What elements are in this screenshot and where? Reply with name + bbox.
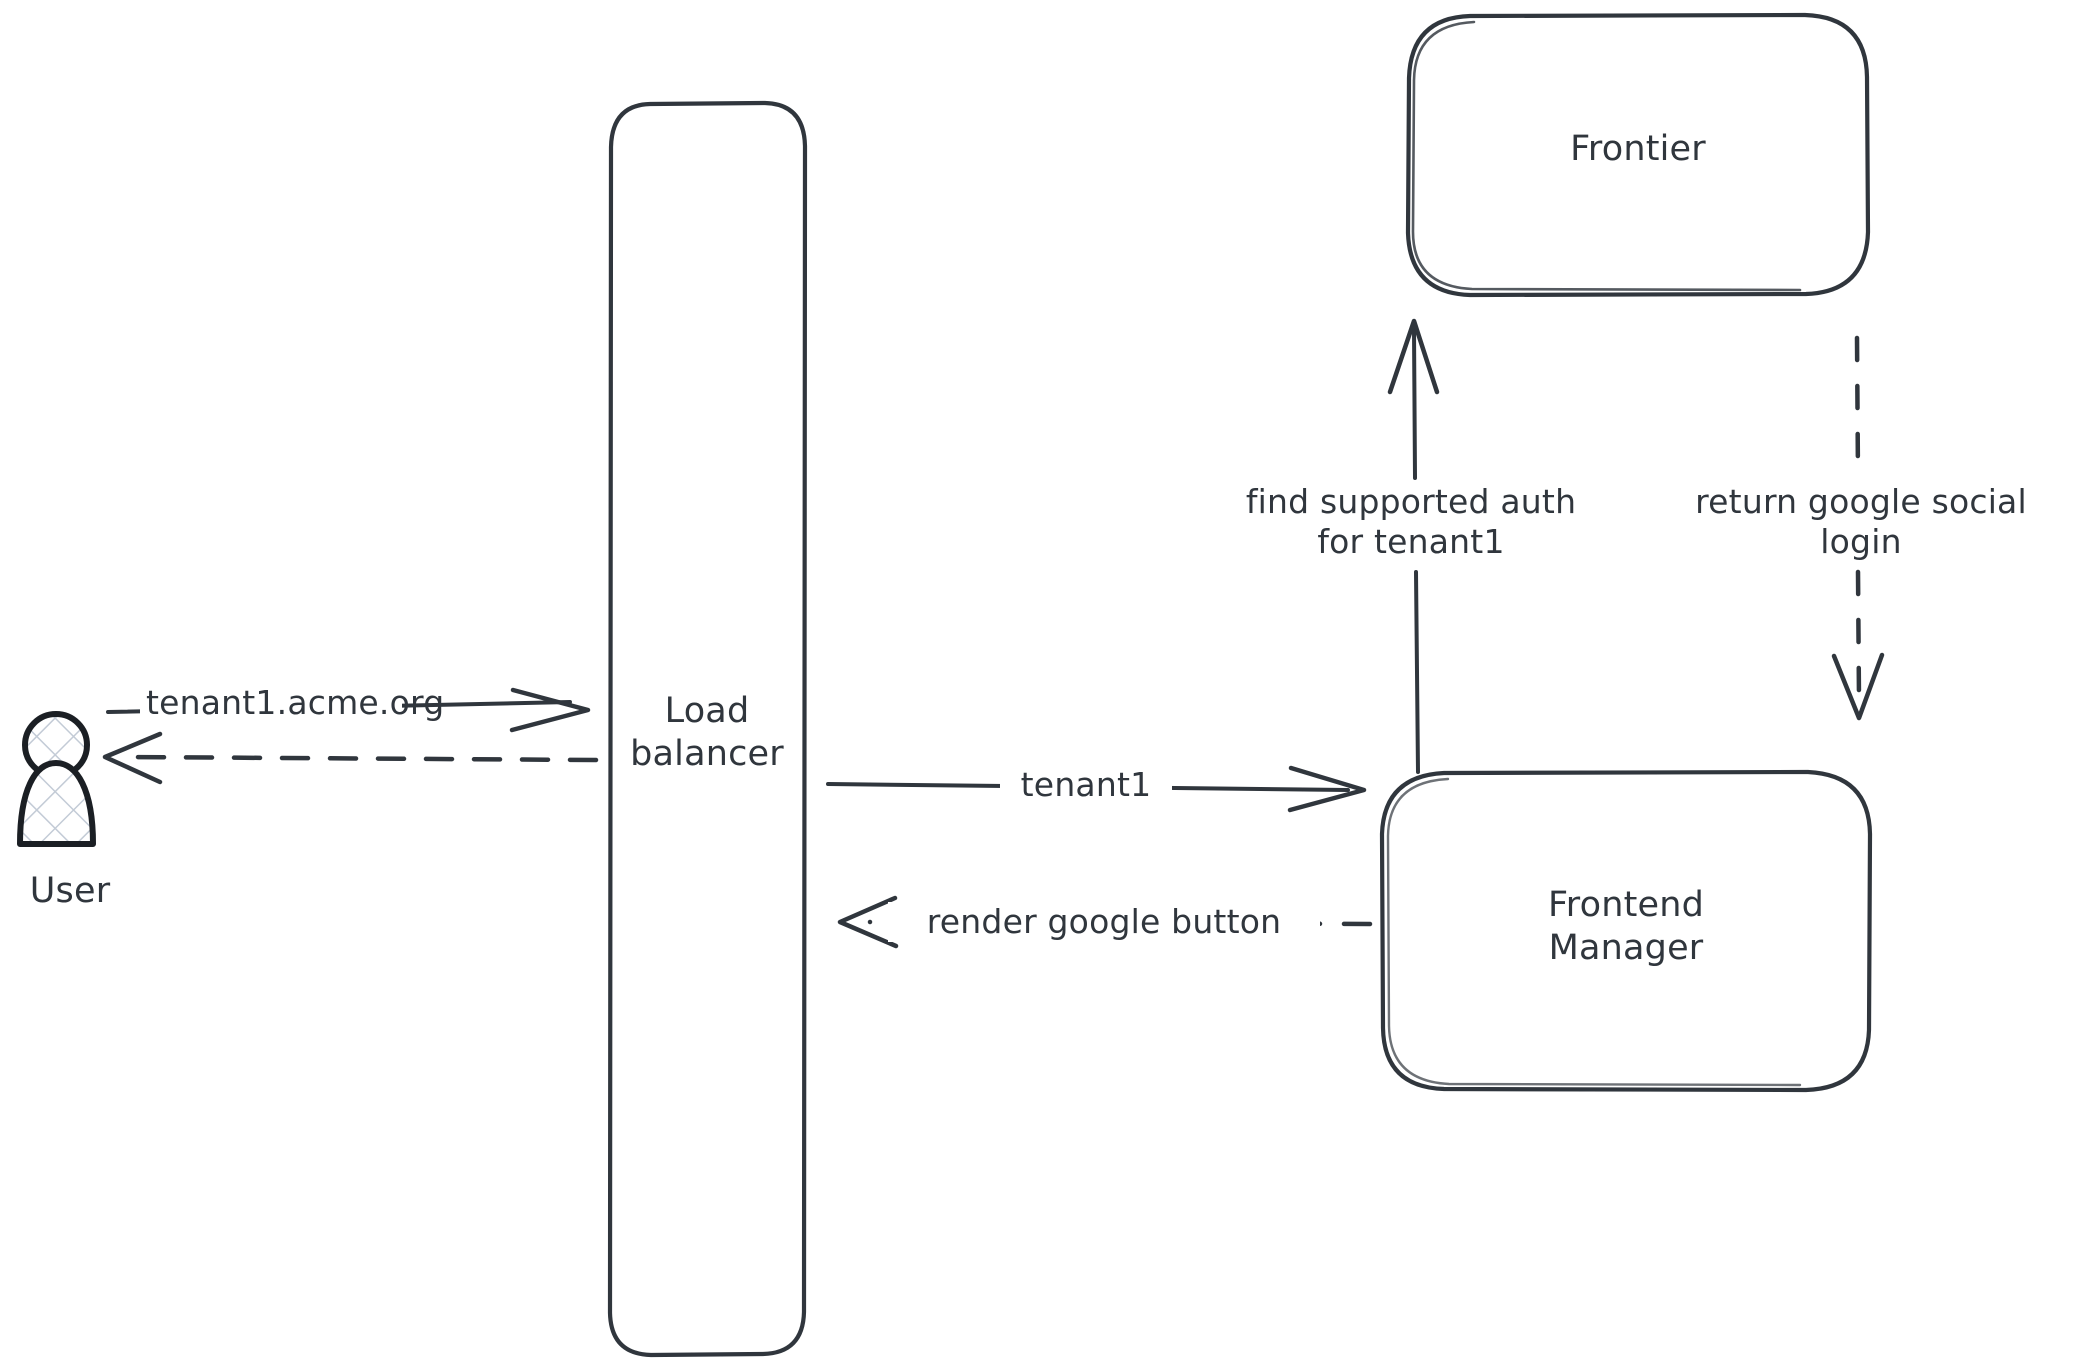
node-frontend-manager[interactable] [1379, 769, 1873, 1093]
actor-user [17, 711, 96, 847]
actor-label-user: User [29, 871, 111, 911]
edge-label-tenant-url: tenant1.acme.org [140, 683, 444, 724]
node-label-frontier: Frontier [1570, 129, 1706, 169]
arrowhead-left [102, 731, 163, 785]
node-frontier[interactable] [1405, 12, 1871, 298]
user-body-icon [17, 760, 96, 847]
frontend-manager-outline-sketch [1386, 777, 1802, 1087]
edge-frontend-to-frontier [1387, 318, 1440, 774]
edge-label-find-supported-auth: find supported auth for tenant1 [1190, 482, 1632, 563]
edge-frontier-to-frontend [1831, 335, 1885, 721]
arrowhead-up [1387, 318, 1440, 395]
edge-line-upper [1412, 328, 1417, 480]
arrowhead-left [837, 895, 899, 949]
frontend-manager-outline [1379, 769, 1873, 1093]
edge-loadbalancer-to-user [102, 731, 599, 785]
frontier-outline [1405, 12, 1871, 298]
edge-line-dashed [125, 754, 599, 763]
edge-line-lower-dashed [1855, 569, 1862, 703]
node-load-balancer[interactable] [607, 100, 808, 1358]
edge-line-lower [1414, 570, 1420, 774]
arrowhead-down [1831, 652, 1885, 721]
edge-label-return-google-social-login: return google social login [1645, 482, 2077, 563]
node-label-frontend-manager: Frontend Manager [1547, 885, 1705, 968]
node-label-load-balancer: Load balancer [630, 691, 784, 774]
load-balancer-outline [607, 100, 808, 1358]
frontier-outline-sketch [1411, 20, 1802, 292]
edge-line-upper-dashed [1854, 335, 1861, 481]
arrowhead-right [509, 687, 591, 733]
arrowhead-right [1287, 765, 1367, 813]
edge-label-tenant1: tenant1 [1000, 765, 1172, 806]
edge-label-render-google-button: render google button [888, 902, 1320, 943]
